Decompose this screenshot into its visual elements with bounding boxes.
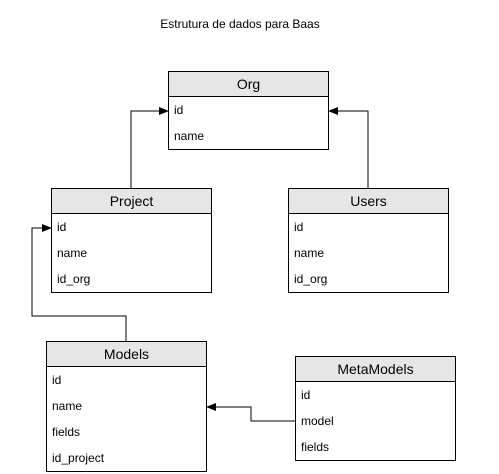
- diagram-title: Estrutura de dados para Baas: [160, 17, 320, 31]
- project-field-id: id: [57, 220, 67, 234]
- entity-org[interactable]: Org id name: [168, 71, 329, 150]
- users-field-name: name: [294, 246, 325, 260]
- models-field-id: id: [52, 373, 62, 387]
- arrow-metamodels-to-models: [206, 403, 295, 422]
- users-field-id-org: id_org: [294, 272, 328, 286]
- models-field-id-project: id_project: [52, 451, 105, 465]
- metamodels-field-id: id: [301, 388, 311, 402]
- users-field-id: id: [294, 220, 304, 234]
- entity-models-header: Models: [47, 342, 206, 367]
- org-field-name: name: [174, 129, 205, 143]
- entity-metamodels[interactable]: MetaModels id model fields: [295, 356, 456, 461]
- entity-users[interactable]: Users id name id_org: [288, 188, 449, 293]
- arrow-project-to-org: [130, 107, 169, 188]
- entity-models[interactable]: Models id name fields id_project: [46, 341, 207, 472]
- arrow-models-to-project: [31, 224, 127, 341]
- project-field-id-org: id_org: [57, 272, 91, 286]
- entity-users-header: Users: [289, 189, 448, 214]
- arrow-users-to-org: [328, 107, 369, 188]
- entity-project[interactable]: Project id name id_org: [51, 188, 212, 293]
- models-field-name: name: [52, 399, 83, 413]
- entity-metamodels-header: MetaModels: [296, 357, 455, 382]
- entity-org-header: Org: [169, 72, 328, 97]
- project-field-name: name: [57, 246, 88, 260]
- org-field-id: id: [174, 103, 184, 117]
- metamodels-field-model: model: [301, 414, 334, 428]
- metamodels-field-fields: fields: [301, 440, 330, 454]
- models-field-fields: fields: [52, 425, 81, 439]
- entity-project-header: Project: [52, 189, 211, 214]
